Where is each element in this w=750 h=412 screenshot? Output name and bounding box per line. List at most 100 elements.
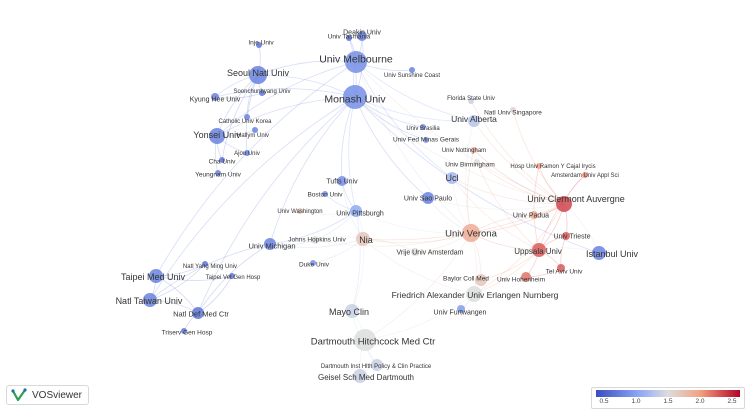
network-node[interactable] bbox=[143, 293, 157, 307]
network-node[interactable] bbox=[181, 328, 187, 334]
network-node[interactable] bbox=[422, 192, 434, 204]
network-node[interactable] bbox=[337, 176, 347, 186]
node-label[interactable]: Univ Clermont Auvergne bbox=[527, 194, 625, 204]
node-label[interactable]: Seoul Natl Univ bbox=[227, 68, 290, 78]
node-label[interactable]: Univ Brasilia bbox=[406, 126, 440, 132]
network-node[interactable] bbox=[322, 191, 328, 197]
network-node[interactable] bbox=[411, 248, 419, 256]
node-label[interactable]: Univ Melbourne bbox=[319, 54, 393, 66]
network-node[interactable] bbox=[356, 232, 370, 246]
network-node[interactable] bbox=[202, 261, 208, 267]
node-label[interactable]: Baylor Coll Med bbox=[443, 275, 489, 282]
node-label[interactable]: Cha Univ bbox=[209, 158, 236, 165]
node-label[interactable]: Amsterdam Univ Appl Sci bbox=[551, 173, 619, 179]
node-label[interactable]: Natl Def Med Ctr bbox=[173, 310, 229, 319]
network-node[interactable] bbox=[249, 66, 267, 84]
node-label[interactable]: Yonsei Univ bbox=[193, 130, 241, 140]
network-node[interactable] bbox=[310, 260, 316, 266]
node-label[interactable]: Univ Washington bbox=[277, 209, 322, 215]
node-label[interactable]: Kyung Hee Univ bbox=[190, 96, 241, 103]
network-node[interactable] bbox=[244, 150, 250, 156]
network-node[interactable] bbox=[215, 170, 221, 176]
network-node[interactable] bbox=[211, 93, 219, 101]
node-label[interactable]: Univ Michigan bbox=[248, 242, 295, 251]
network-node[interactable] bbox=[468, 98, 474, 104]
node-label[interactable]: Univ Trieste bbox=[554, 233, 591, 240]
network-node[interactable] bbox=[192, 307, 204, 319]
node-label[interactable]: Ajou Univ bbox=[234, 151, 260, 157]
network-node[interactable] bbox=[530, 211, 538, 219]
network-node[interactable] bbox=[466, 286, 482, 302]
node-label[interactable]: Univ Tasmania bbox=[328, 33, 371, 40]
network-node[interactable] bbox=[532, 243, 546, 257]
node-label[interactable]: Univ Furtwangen bbox=[434, 309, 487, 316]
node-label[interactable]: Univ Sao Paulo bbox=[404, 195, 452, 202]
network-node[interactable] bbox=[219, 157, 225, 163]
network-node[interactable] bbox=[582, 172, 588, 178]
network-node[interactable] bbox=[446, 172, 458, 184]
network-node[interactable] bbox=[259, 90, 265, 96]
node-label[interactable]: Natl Taiwan Univ bbox=[116, 296, 183, 306]
network-node[interactable] bbox=[420, 124, 426, 130]
node-label[interactable]: Univ Alberta bbox=[451, 114, 497, 124]
network-node[interactable] bbox=[149, 269, 163, 283]
network-node[interactable] bbox=[345, 304, 359, 318]
node-label[interactable]: Hallym Univ bbox=[237, 133, 269, 139]
network-node[interactable] bbox=[354, 329, 376, 351]
network-node[interactable] bbox=[510, 107, 516, 113]
network-node[interactable] bbox=[562, 232, 570, 240]
node-label[interactable]: Catholic Univ Korea bbox=[218, 119, 272, 125]
network-node[interactable] bbox=[409, 67, 415, 73]
network-node[interactable] bbox=[343, 85, 367, 109]
network-node[interactable] bbox=[244, 114, 250, 120]
node-label[interactable]: Univ Pittsburgh bbox=[336, 210, 384, 217]
node-label[interactable]: Soonchunhyang Univ bbox=[233, 89, 290, 95]
network-node[interactable] bbox=[311, 236, 319, 244]
node-label[interactable]: Mayo Clin bbox=[329, 307, 369, 317]
node-label[interactable]: Deakin Univ bbox=[343, 29, 381, 36]
network-node[interactable] bbox=[264, 238, 276, 250]
network-node[interactable] bbox=[474, 159, 480, 165]
node-label[interactable]: Univ Padua bbox=[513, 212, 549, 219]
node-label[interactable]: Tel Aviv Univ bbox=[546, 268, 583, 275]
node-label[interactable]: Univ Nottingham bbox=[442, 148, 486, 154]
network-node[interactable] bbox=[468, 115, 480, 127]
network-node[interactable] bbox=[423, 137, 429, 143]
network-node[interactable] bbox=[252, 127, 258, 133]
node-label[interactable]: Duke Univ bbox=[299, 261, 330, 268]
node-label[interactable]: Univ Verona bbox=[445, 228, 497, 239]
network-node[interactable] bbox=[475, 274, 487, 286]
node-label[interactable]: Hosp Univ Ramon Y Cajal Irycis bbox=[510, 164, 595, 170]
network-node[interactable] bbox=[229, 273, 235, 279]
node-label[interactable]: Johns Hopkins Univ bbox=[288, 236, 346, 243]
node-label[interactable]: Friedrich Alexander Univ Erlangen Nurnbe… bbox=[392, 290, 559, 300]
network-node[interactable] bbox=[556, 196, 572, 212]
node-label[interactable]: Taipei Med Univ bbox=[121, 272, 186, 282]
network-node[interactable] bbox=[345, 51, 367, 73]
network-node[interactable] bbox=[457, 305, 465, 313]
network-node[interactable] bbox=[357, 31, 367, 41]
network-node[interactable] bbox=[297, 208, 303, 214]
network-node[interactable] bbox=[346, 35, 352, 41]
node-label[interactable]: Florida State Univ bbox=[447, 96, 495, 102]
network-node[interactable] bbox=[350, 205, 362, 217]
node-label[interactable]: Vrije Univ Amsterdam bbox=[396, 249, 463, 256]
node-label[interactable]: Nia bbox=[359, 235, 373, 245]
node-label[interactable]: Geisel Sch Med Dartmouth bbox=[318, 373, 414, 382]
node-label[interactable]: Natl Univ Singapore bbox=[484, 109, 542, 116]
node-label[interactable]: Monash Univ bbox=[324, 94, 386, 106]
node-label[interactable]: Univ Birmingham bbox=[445, 161, 495, 168]
node-label[interactable]: Uppsala Univ bbox=[514, 247, 562, 256]
network-node[interactable] bbox=[256, 42, 262, 48]
node-label[interactable]: Natl Yang Ming Univ bbox=[183, 264, 237, 270]
network-node[interactable] bbox=[353, 369, 367, 383]
node-label[interactable]: Tufts Univ bbox=[326, 178, 358, 185]
node-label[interactable]: Univ Hohenheim bbox=[497, 276, 545, 283]
network-node[interactable] bbox=[592, 246, 606, 260]
node-label[interactable]: Dartmouth Inst Hlth Policy & Clin Practi… bbox=[321, 364, 432, 370]
network-node[interactable] bbox=[209, 128, 225, 144]
network-node[interactable] bbox=[521, 272, 531, 282]
network-node[interactable] bbox=[471, 147, 477, 153]
node-label[interactable]: Univ Fed Minas Gerais bbox=[393, 136, 460, 143]
node-label[interactable]: Taipei Vet Gen Hosp bbox=[206, 275, 261, 281]
